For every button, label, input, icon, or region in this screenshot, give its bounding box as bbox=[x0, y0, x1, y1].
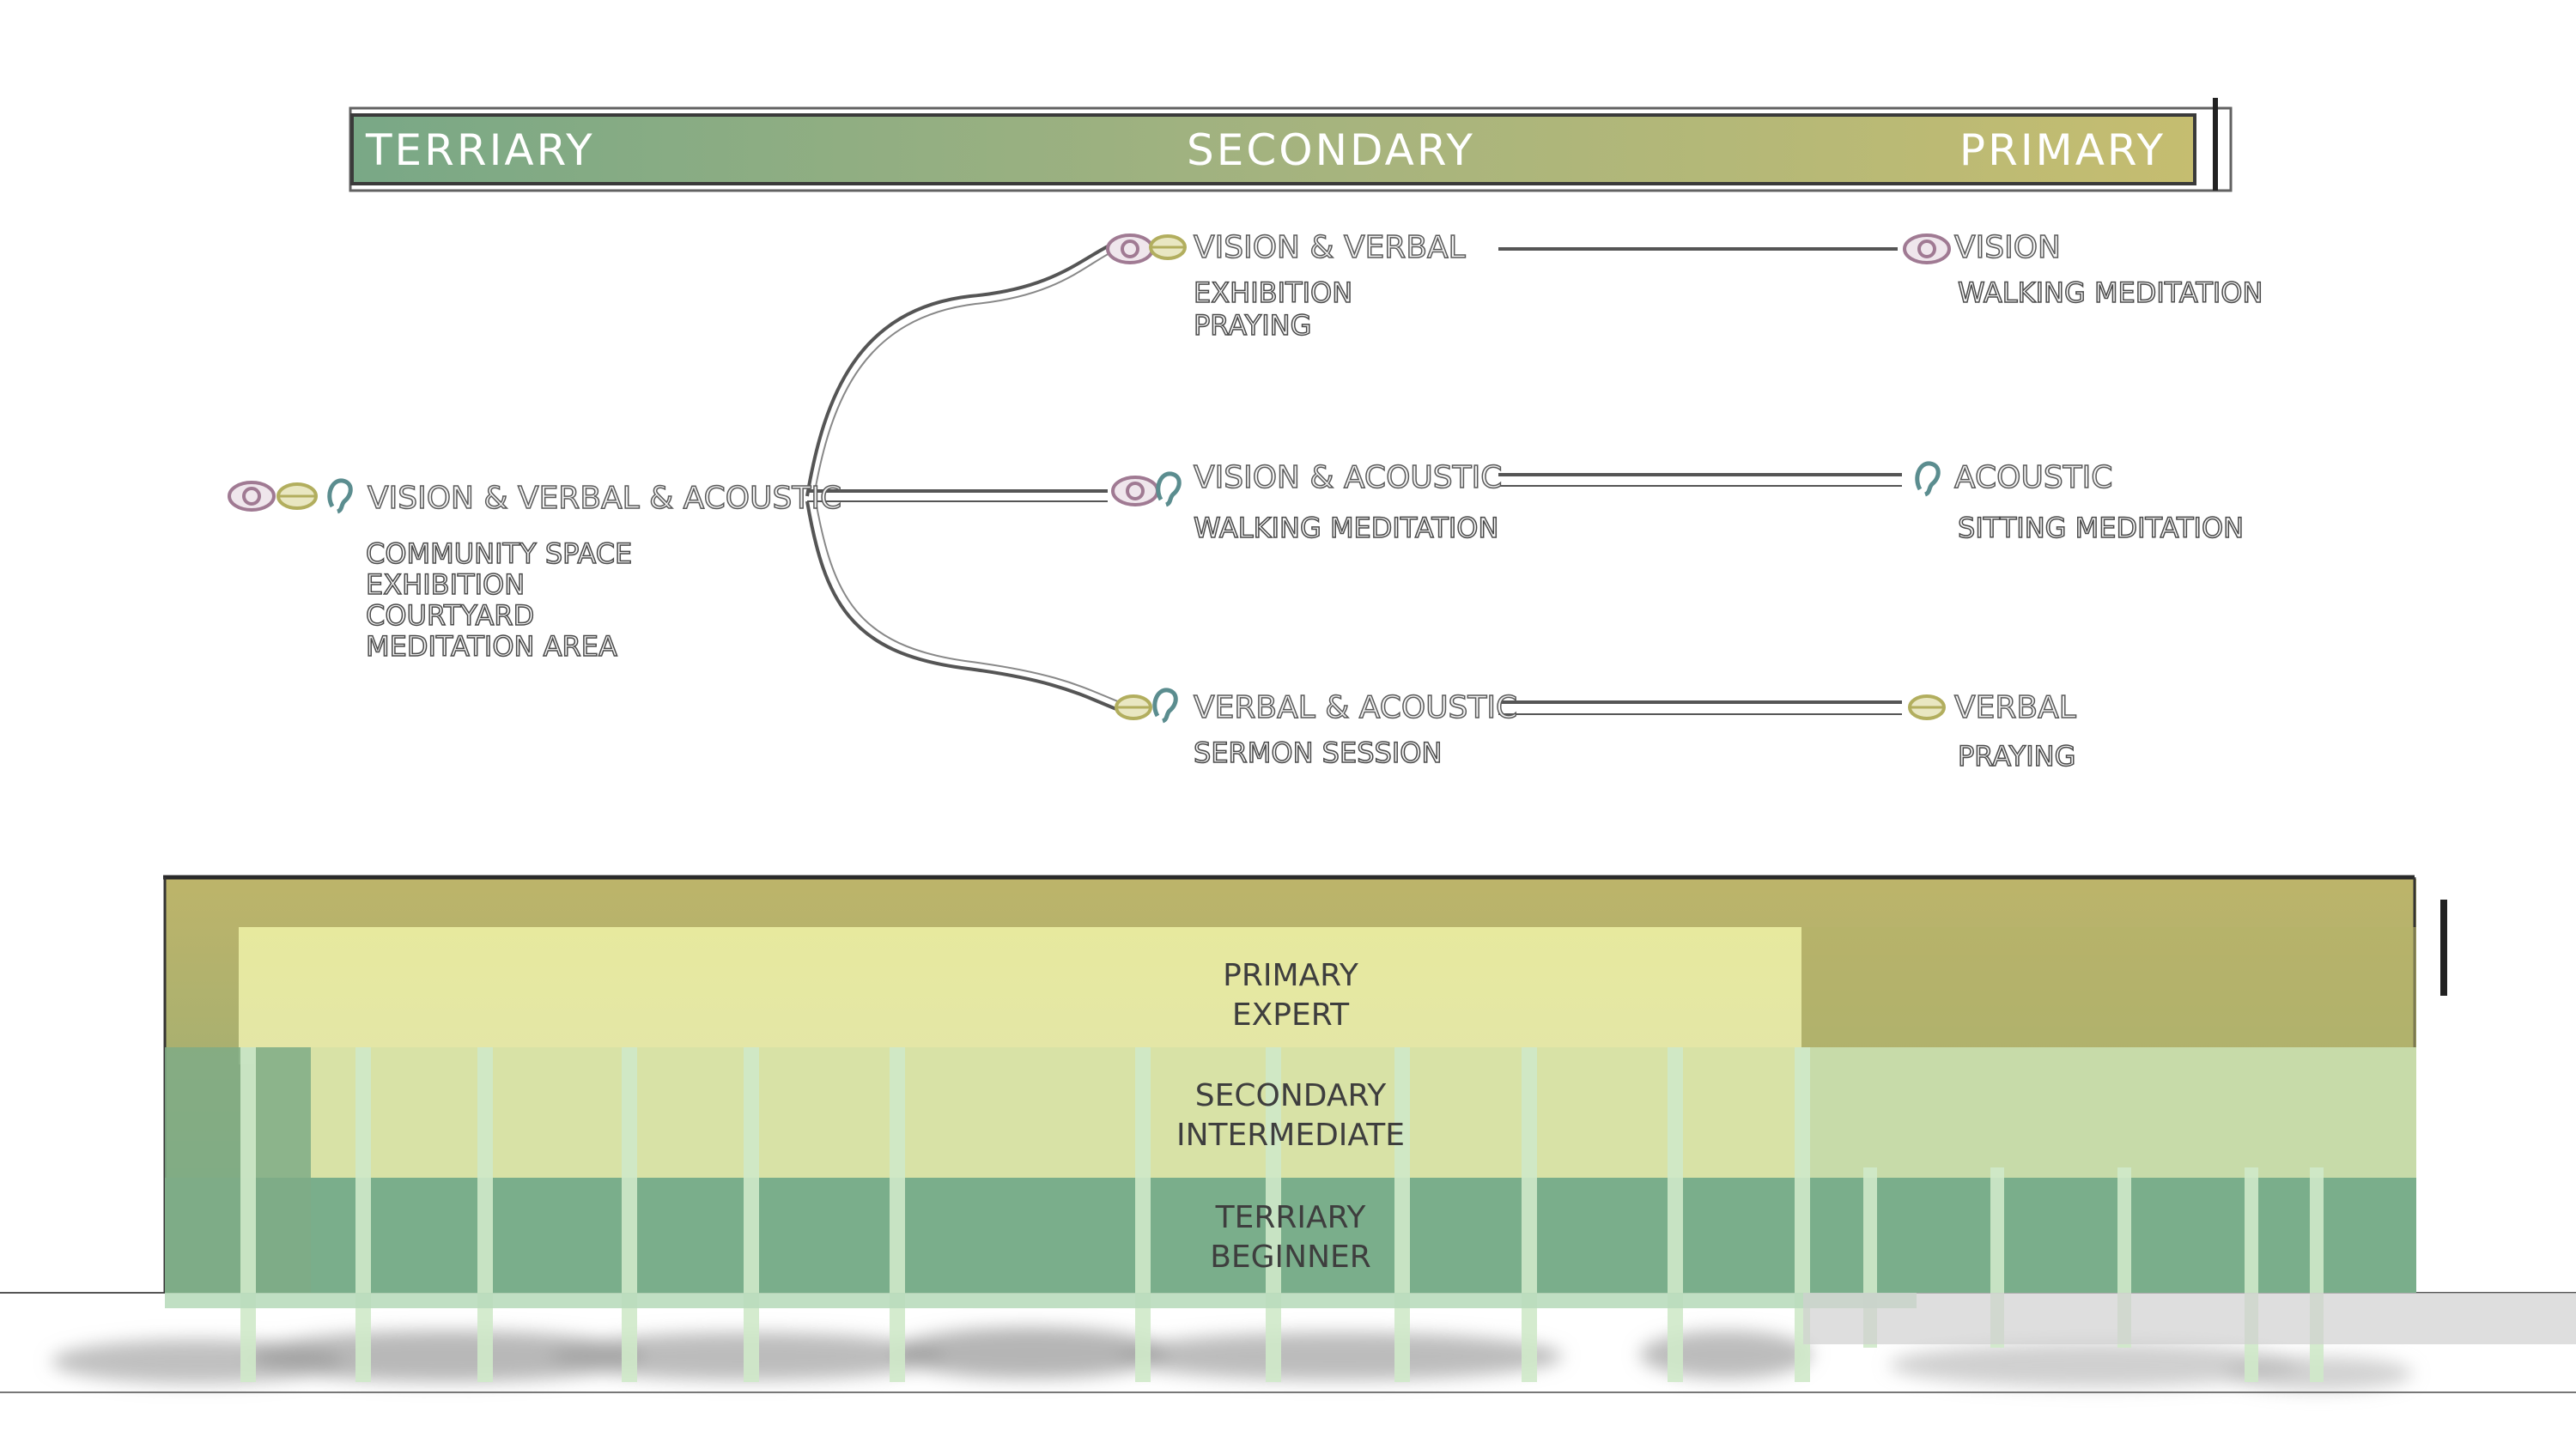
root-activity-4: MEDITATION AREA bbox=[366, 630, 617, 663]
scale-label-secondary: SECONDARY bbox=[1187, 125, 1475, 175]
tree-connectors bbox=[805, 240, 1902, 715]
acoustic-title: ACOUSTIC bbox=[1954, 460, 2112, 495]
verbal-acoustic-title: VERBAL & ACOUSTIC bbox=[1194, 690, 1517, 725]
tree-node-verbal-acoustic: VERBAL & ACOUSTIC SERMON SESSION bbox=[1115, 688, 1518, 770]
root-activity-3: COURTYARD bbox=[366, 599, 534, 632]
scale-label-terriary: TERRIARY bbox=[365, 125, 595, 175]
tree-node-vision-verbal: VISION & VERBAL EXHIBITION PRAYING bbox=[1106, 229, 1466, 343]
tree-node-vision-acoustic: VISION & ACOUSTIC WALKING MEDITATION bbox=[1111, 459, 1503, 545]
root-activity-2: EXHIBITION bbox=[366, 568, 525, 601]
ground-shadows bbox=[52, 1327, 2413, 1391]
eye-icon bbox=[1903, 233, 1951, 264]
acoustic-activity-1: SITTING MEDITATION bbox=[1958, 512, 2244, 544]
ear-icon bbox=[1156, 471, 1182, 507]
eye-icon bbox=[228, 481, 276, 512]
vision-acoustic-activity-1: WALKING MEDITATION bbox=[1194, 512, 1498, 544]
terriary-zone bbox=[165, 1178, 2416, 1293]
ear-icon bbox=[327, 478, 353, 514]
verbal-title: VERBAL bbox=[1954, 690, 2076, 725]
vision-activity-1: WALKING MEDITATION bbox=[1958, 276, 2263, 309]
vision-acoustic-title: VISION & ACOUSTIC bbox=[1194, 460, 1502, 495]
vision-verbal-activity-2: PRAYING bbox=[1194, 309, 1311, 342]
mouth-icon bbox=[1115, 694, 1152, 720]
ear-icon bbox=[1152, 688, 1178, 724]
vision-title: VISION bbox=[1954, 230, 2061, 265]
terriary-label-1: TERRIARY bbox=[1215, 1200, 1367, 1235]
connector-root-to-verbal-acoustic bbox=[805, 500, 1117, 711]
mouth-icon bbox=[1149, 234, 1187, 260]
root-title: VISION & VERBAL & ACOUSTIC bbox=[368, 481, 841, 516]
verbal-acoustic-activity-1: SERMON SESSION bbox=[1194, 737, 1442, 769]
scale-bar-fill bbox=[350, 113, 2196, 185]
secondary-label-2: INTERMEDIATE bbox=[1176, 1118, 1405, 1153]
eye-icon bbox=[1106, 233, 1154, 264]
primary-zone-right-block bbox=[1801, 927, 2416, 1047]
hierarchy-scale-bar: TERRIARY SECONDARY PRIMARY bbox=[349, 98, 2233, 192]
secondary-zone-right bbox=[1801, 1047, 2416, 1178]
terriary-zone-left bbox=[165, 1047, 311, 1293]
base-slab bbox=[165, 1293, 1917, 1308]
vision-verbal-title: VISION & VERBAL bbox=[1194, 230, 1466, 265]
connector-root-to-vision-verbal bbox=[805, 240, 1117, 497]
eye-icon bbox=[1111, 476, 1159, 506]
ear-icon bbox=[1915, 461, 1941, 497]
vision-verbal-activity-1: EXHIBITION bbox=[1194, 276, 1352, 309]
tree-node-verbal: VERBAL PRAYING bbox=[1908, 689, 2077, 773]
primary-label-1: PRIMARY bbox=[1223, 958, 1359, 993]
tree-node-vision: VISION WALKING MEDITATION bbox=[1903, 229, 2263, 310]
tree-node-root: VISION & VERBAL & ACOUSTIC COMMUNITY SPA… bbox=[228, 478, 842, 664]
tree-node-acoustic: ACOUSTIC SITTING MEDITATION bbox=[1915, 459, 2245, 545]
mouth-icon bbox=[276, 482, 318, 510]
secondary-label-1: SECONDARY bbox=[1195, 1078, 1387, 1113]
mouth-icon bbox=[1908, 694, 1946, 720]
primary-label-2: EXPERT bbox=[1232, 997, 1350, 1033]
scale-label-primary: PRIMARY bbox=[1959, 125, 2166, 175]
connector-root-to-verbal-acoustic-2 bbox=[815, 500, 1121, 703]
right-wing-base bbox=[1803, 1293, 2576, 1344]
terriary-label-2: BEGINNER bbox=[1210, 1240, 1371, 1275]
primary-zone bbox=[239, 927, 1801, 1064]
building-section: PRIMARY EXPERT SECONDARY INTERMEDIATE TE… bbox=[0, 875, 2576, 1393]
secondary-zone bbox=[254, 1047, 1801, 1178]
connector-root-to-vision-verbal-2 bbox=[813, 248, 1119, 497]
root-activity-1: COMMUNITY SPACE bbox=[366, 537, 632, 570]
verbal-activity-1: PRAYING bbox=[1958, 740, 2075, 773]
